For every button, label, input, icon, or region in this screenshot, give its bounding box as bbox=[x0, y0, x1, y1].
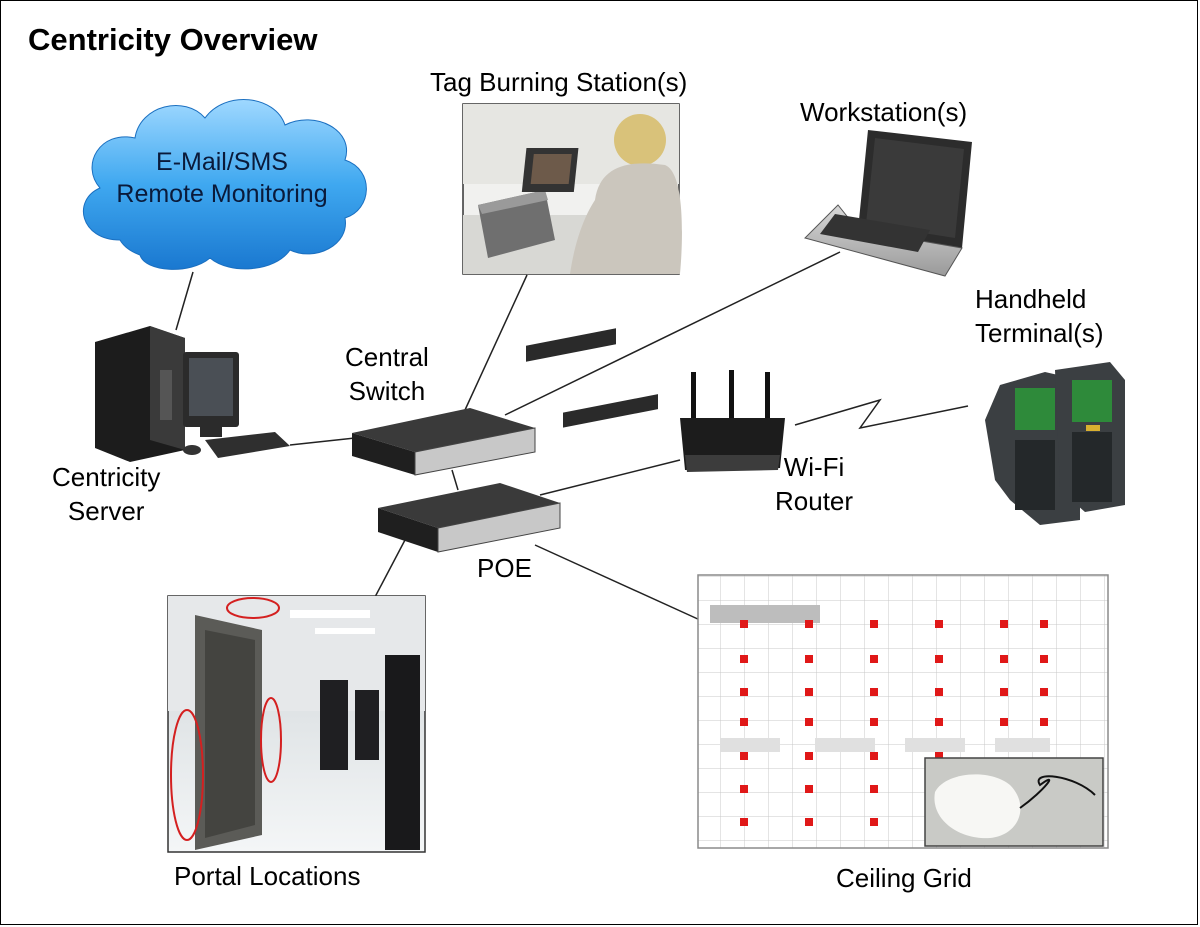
label-server-line-2: Server bbox=[67, 496, 145, 526]
link-server-switch bbox=[289, 437, 356, 446]
portal-photo bbox=[167, 595, 426, 853]
server-computer bbox=[95, 326, 290, 462]
link-wireless-zigzag bbox=[794, 398, 969, 430]
portal-highlight-right bbox=[260, 697, 282, 783]
label-central-switch: Central Switch bbox=[345, 340, 429, 408]
central-switch bbox=[352, 328, 616, 476]
link-switch-workstation bbox=[504, 251, 841, 416]
label-tag-burning: Tag Burning Station(s) bbox=[430, 67, 688, 97]
ceiling-grid-plan bbox=[697, 574, 1109, 849]
label-handheld: Handheld Terminal(s) bbox=[975, 282, 1104, 350]
link-poe-ceiling bbox=[534, 544, 701, 621]
label-poe: POE bbox=[477, 553, 532, 583]
cloud-line-1: E-Mail/SMS bbox=[156, 148, 288, 176]
handheld-terminals bbox=[985, 362, 1125, 525]
label-workstation: Workstation(s) bbox=[800, 97, 968, 127]
label-server: Centricity Server bbox=[52, 460, 160, 528]
connection-lines bbox=[175, 251, 969, 621]
page-title: Centricity Overview bbox=[28, 22, 318, 57]
label-server-line-1: Centricity bbox=[52, 462, 161, 492]
label-ceiling-grid: Ceiling Grid bbox=[836, 863, 972, 893]
cloud-shape bbox=[83, 99, 367, 270]
cloud-line-2: Remote Monitoring bbox=[116, 180, 327, 208]
wifi-router bbox=[680, 370, 785, 472]
portal-highlight-top bbox=[226, 597, 280, 619]
tag-burning-photo bbox=[462, 103, 682, 275]
label-central-switch-line-2: Switch bbox=[348, 376, 426, 406]
label-wifi-line-2: Router bbox=[775, 486, 854, 516]
link-poe-router bbox=[539, 459, 681, 496]
label-wifi-line-1: Wi-Fi bbox=[783, 452, 845, 482]
link-cloud-server bbox=[175, 271, 194, 331]
grid-markers bbox=[740, 620, 1048, 826]
link-poe-portal bbox=[374, 539, 406, 598]
label-handheld-line-2: Terminal(s) bbox=[975, 318, 1104, 348]
poe-switch bbox=[378, 394, 658, 553]
label-wifi-router: Wi-Fi Router bbox=[775, 450, 853, 518]
label-handheld-line-1: Handheld bbox=[975, 284, 1087, 314]
label-portal-locations: Portal Locations bbox=[174, 861, 361, 891]
portal-highlight-left bbox=[170, 709, 204, 841]
keyboard bbox=[205, 432, 290, 458]
label-central-switch-line-1: Central bbox=[345, 342, 429, 372]
link-switch-poe bbox=[451, 469, 459, 491]
cloud: E-Mail/SMS Remote Monitoring bbox=[83, 99, 367, 270]
laptop bbox=[804, 130, 972, 277]
link-switch-tagstation bbox=[464, 274, 528, 411]
